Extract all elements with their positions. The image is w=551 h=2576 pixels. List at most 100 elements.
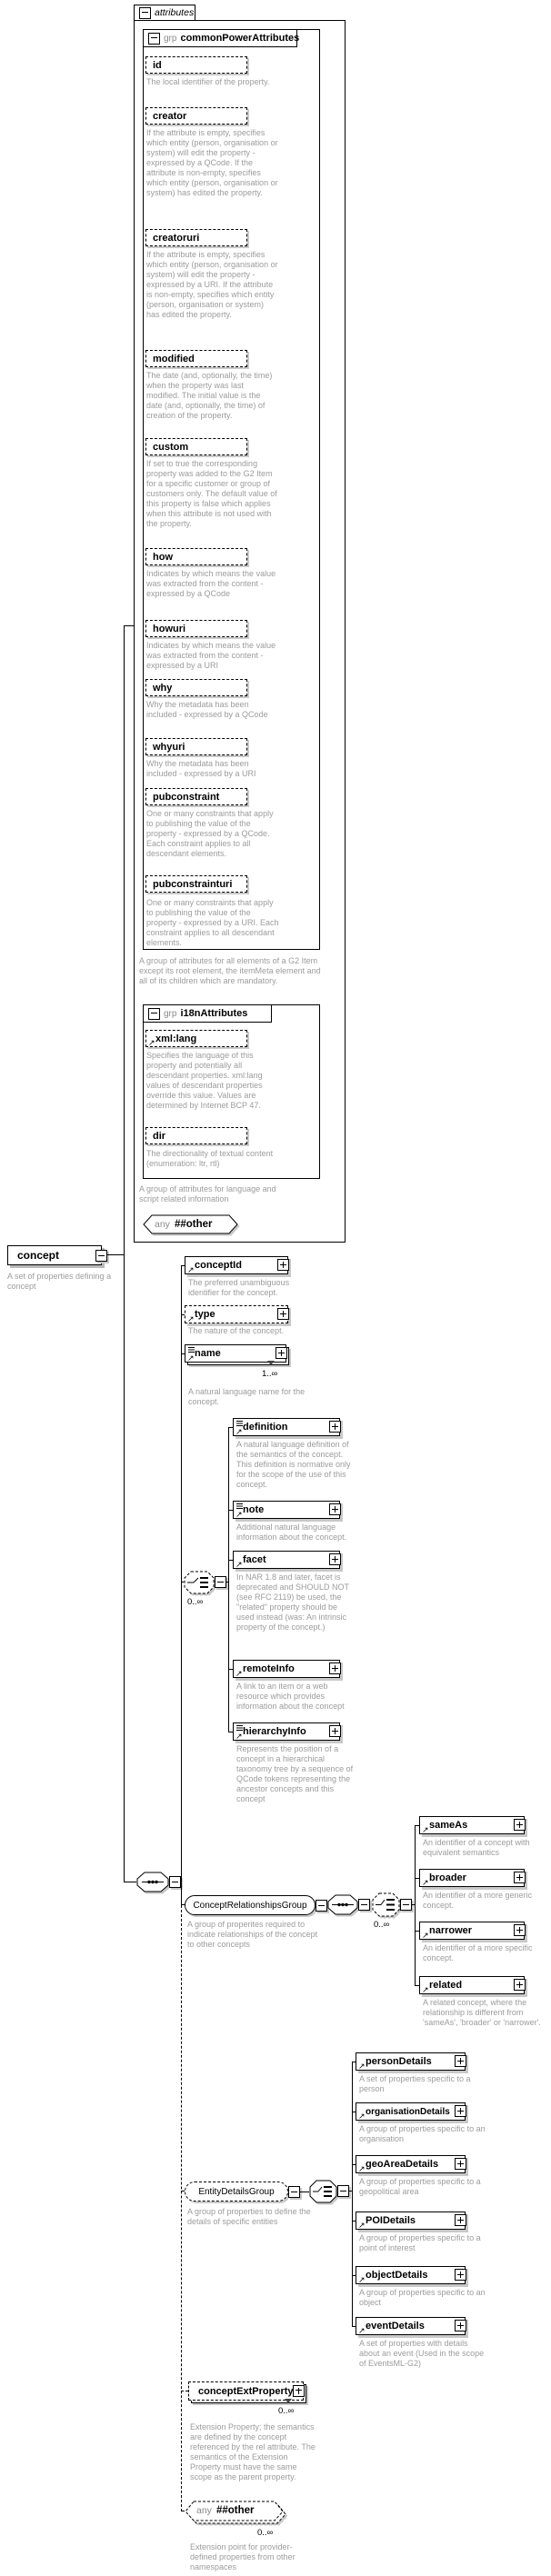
- element-objectDetails[interactable]: objectDetails: [356, 2266, 466, 2284]
- sequence-icon[interactable]: [327, 1894, 358, 1915]
- collapse-icon[interactable]: [337, 2185, 349, 2197]
- element-definition[interactable]: definition: [233, 1418, 341, 1436]
- expand-icon[interactable]: [455, 2214, 466, 2226]
- choice-icon[interactable]: [372, 1892, 400, 1917]
- element-type[interactable]: type: [185, 1305, 289, 1323]
- expand-icon[interactable]: [329, 1503, 341, 1515]
- expand-icon[interactable]: [514, 1819, 526, 1831]
- collapse-icon[interactable]: [400, 1899, 412, 1911]
- expand-icon[interactable]: [293, 2384, 305, 2397]
- element-desc: A set of properties with details about a…: [359, 2339, 485, 2368]
- attribute-why[interactable]: why: [145, 679, 247, 696]
- element-label: narrower: [429, 1925, 473, 1936]
- element-POIDetails[interactable]: POIDetails: [356, 2212, 466, 2230]
- attribute-modified[interactable]: modified: [145, 350, 247, 367]
- element-narrower[interactable]: narrower: [419, 1922, 526, 1940]
- collapse-icon[interactable]: [139, 6, 151, 19]
- expand-icon[interactable]: [455, 2105, 466, 2117]
- connector: [181, 1582, 184, 1583]
- attributes-tab[interactable]: attributes: [134, 5, 195, 21]
- expand-icon[interactable]: [329, 1553, 341, 1565]
- attribute-xml-lang[interactable]: xml:lang: [145, 1030, 247, 1047]
- connector: [181, 1314, 185, 1315]
- attribute-id[interactable]: id: [145, 56, 247, 74]
- connector: [349, 2191, 352, 2192]
- expand-icon[interactable]: [277, 1259, 289, 1271]
- expand-icon[interactable]: [514, 1979, 526, 1991]
- group-header-commonPowerAttributes[interactable]: grp commonPowerAttributes: [143, 29, 300, 47]
- hexagon-shape-icon: [185, 2501, 286, 2524]
- text-content-icon: [236, 1421, 243, 1426]
- attribute-creatoruri[interactable]: creatoruri: [145, 229, 247, 246]
- element-facet[interactable]: facet: [233, 1551, 341, 1569]
- choice-icon[interactable]: [184, 1571, 215, 1594]
- element-eventDetails[interactable]: eventDetails: [356, 2317, 466, 2335]
- grp-keyword: grp: [164, 33, 177, 44]
- group-header-i18nAttributes[interactable]: grp i18nAttributes: [143, 1004, 272, 1023]
- expand-icon[interactable]: [514, 1924, 526, 1936]
- collapse-icon[interactable]: [358, 1899, 370, 1911]
- collapse-icon[interactable]: [95, 1250, 107, 1262]
- collapse-icon[interactable]: [288, 2186, 300, 2198]
- expand-icon[interactable]: [329, 1421, 341, 1433]
- element-personDetails[interactable]: personDetails: [356, 2052, 466, 2071]
- connector: [415, 1825, 416, 1986]
- attribute-howuri[interactable]: howuri: [145, 620, 247, 637]
- group-footer-note: A group of attributes for all elements o…: [139, 956, 321, 985]
- expand-icon[interactable]: [329, 1725, 341, 1737]
- expand-icon[interactable]: [277, 1308, 289, 1320]
- element-name[interactable]: name: [185, 1344, 287, 1365]
- element-desc: An identifier of a more specific concept…: [423, 1943, 533, 1962]
- collapse-icon[interactable]: [148, 1007, 160, 1020]
- ref-arrow-icon: [358, 2327, 366, 2335]
- expand-icon[interactable]: [514, 1872, 526, 1883]
- expand-icon[interactable]: [455, 2158, 466, 2170]
- occurrence-chevron-icon: [285, 2399, 292, 2403]
- occurrence-label: 0..∞: [374, 1920, 390, 1930]
- group-ref-EntityDetailsGroup[interactable]: EntityDetailsGroup: [185, 2182, 288, 2202]
- wildcard-hexagon[interactable]: any ##other: [143, 1214, 239, 1234]
- element-organisationDetails[interactable]: organisationDetails: [356, 2102, 466, 2121]
- collapse-icon[interactable]: [215, 1576, 226, 1588]
- element-broader[interactable]: broader: [419, 1869, 526, 1887]
- element-desc: A group of properties specific to an org…: [359, 2124, 486, 2143]
- group-name: commonPowerAttributes: [180, 33, 300, 44]
- element-desc: A natural language name for the concept.: [188, 1387, 306, 1406]
- element-related[interactable]: related: [419, 1976, 526, 1994]
- element-sameAs[interactable]: sameAs: [419, 1816, 526, 1834]
- element-remoteInfo[interactable]: remoteInfo: [233, 1660, 341, 1678]
- attribute-desc: If the attribute is empty, specifies whi…: [146, 128, 278, 197]
- element-note[interactable]: note: [233, 1501, 341, 1519]
- attribute-custom[interactable]: custom: [145, 438, 247, 455]
- attribute-how[interactable]: how: [145, 548, 247, 565]
- ref-arrow-icon: [235, 1670, 243, 1678]
- expand-icon[interactable]: [276, 1347, 287, 1359]
- group-ref-ConceptRelationshipsGroup[interactable]: ConceptRelationshipsGroup: [185, 1895, 316, 1915]
- attribute-whyuri[interactable]: whyuri: [145, 738, 247, 755]
- ref-arrow-icon: [422, 1986, 429, 1994]
- collapse-icon[interactable]: [316, 1900, 327, 1912]
- wildcard-hexagon[interactable]: any ##other: [185, 2501, 288, 2525]
- attribute-creator[interactable]: creator: [145, 107, 247, 125]
- element-geoAreaDetails[interactable]: geoAreaDetails: [356, 2155, 466, 2173]
- attribute-pubconstraint[interactable]: pubconstraint: [145, 788, 247, 805]
- collapse-icon[interactable]: [169, 1876, 181, 1888]
- attribute-desc: The directionality of textual content (e…: [146, 1149, 274, 1168]
- element-desc: Additional natural language information …: [236, 1523, 347, 1542]
- expand-icon[interactable]: [455, 2269, 466, 2281]
- sequence-icon[interactable]: [136, 1872, 169, 1892]
- collapse-icon[interactable]: [148, 32, 160, 45]
- expand-icon[interactable]: [329, 1662, 341, 1674]
- element-label: conceptId: [195, 1260, 242, 1271]
- element-concept[interactable]: concept: [7, 1245, 102, 1265]
- choice-icon[interactable]: [309, 2180, 337, 2203]
- element-conceptExtProperty[interactable]: conceptExtProperty: [188, 2381, 305, 2403]
- element-conceptId[interactable]: conceptId: [185, 1256, 289, 1274]
- expand-icon[interactable]: [455, 2320, 466, 2331]
- element-hierarchyInfo[interactable]: hierarchyInfo: [233, 1722, 341, 1741]
- expand-icon[interactable]: [455, 2055, 466, 2067]
- attribute-dir[interactable]: dir: [145, 1127, 247, 1144]
- ref-arrow-icon: [187, 1266, 195, 1274]
- attribute-pubconstrainturi[interactable]: pubconstrainturi: [145, 875, 247, 893]
- attribute-label: creatoruri: [153, 232, 200, 244]
